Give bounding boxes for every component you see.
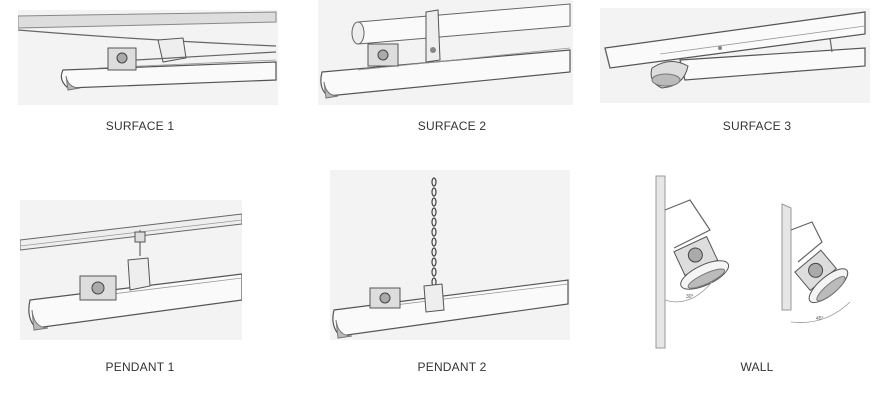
caption-surface-3: SURFACE 3 xyxy=(722,119,792,133)
caption-surface-2: SURFACE 2 xyxy=(417,119,487,133)
wall-angle-30: 30° xyxy=(686,294,694,300)
caption-surface-1: SURFACE 1 xyxy=(105,119,175,133)
surface-2-illustration xyxy=(318,0,573,105)
caption-pendant-1: PENDANT 1 xyxy=(105,360,175,374)
pendant-2-illustration xyxy=(330,170,570,340)
pendant-1-illustration xyxy=(20,200,242,340)
surface-1-illustration xyxy=(18,10,278,105)
caption-pendant-2: PENDANT 2 xyxy=(417,360,487,374)
wall-angle-45: 45° xyxy=(816,316,824,322)
surface-3-illustration xyxy=(600,8,870,103)
wall-illustration: 30° 45° xyxy=(650,170,860,350)
caption-wall: WALL xyxy=(740,360,774,374)
